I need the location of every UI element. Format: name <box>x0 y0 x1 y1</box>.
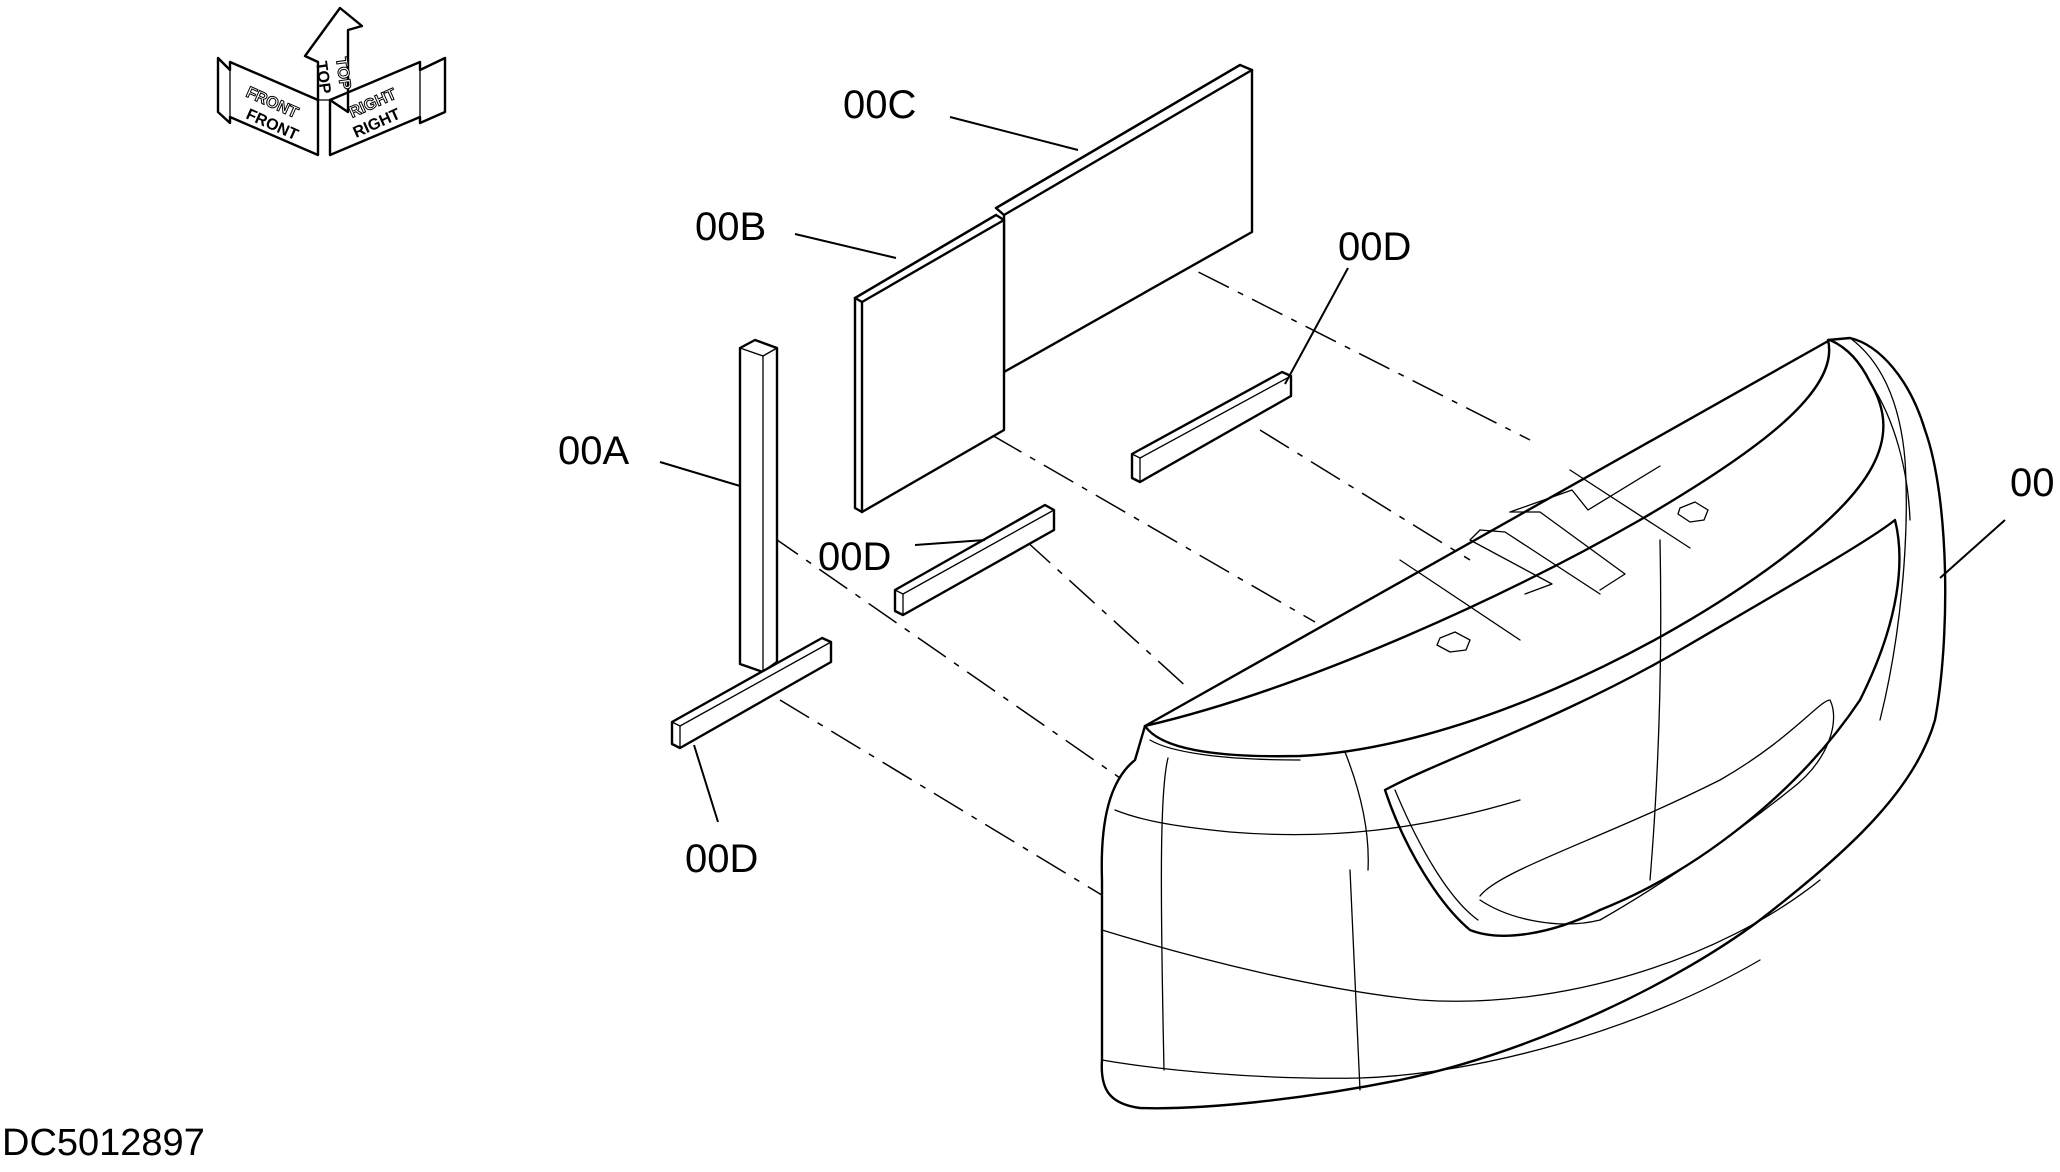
callouts: 00C 00B 00A 00D 00D 00D 00 <box>558 83 2055 881</box>
part-00b-plate <box>853 213 1006 514</box>
part-00d-bar-bottom <box>670 636 833 750</box>
assembly-lines <box>769 244 1531 901</box>
orientation-top-label: TOP <box>312 60 333 95</box>
callout-00d-bottom: 00D <box>685 837 758 881</box>
drawing-number: DC5012897 <box>2 1122 205 1164</box>
part-00d-bar-middle <box>893 503 1056 617</box>
part-00c-plate <box>994 63 1254 374</box>
callout-00d-top: 00D <box>1338 225 1411 269</box>
part-00d-bar-top <box>1130 370 1293 484</box>
part-00-counterweight <box>1100 336 1947 1110</box>
callout-00a: 00A <box>558 429 629 473</box>
orientation-arrows-icon: FRONT FRONT TOP TOP RIGHT RIGHT <box>216 6 447 157</box>
callout-00c: 00C <box>843 83 916 127</box>
orientation-top-label-shadow: TOP <box>332 56 353 91</box>
callout-00d-middle: 00D <box>818 535 891 579</box>
part-00a-bar <box>738 338 779 674</box>
callout-00: 00 <box>2010 461 2055 505</box>
callout-00b: 00B <box>695 205 766 249</box>
